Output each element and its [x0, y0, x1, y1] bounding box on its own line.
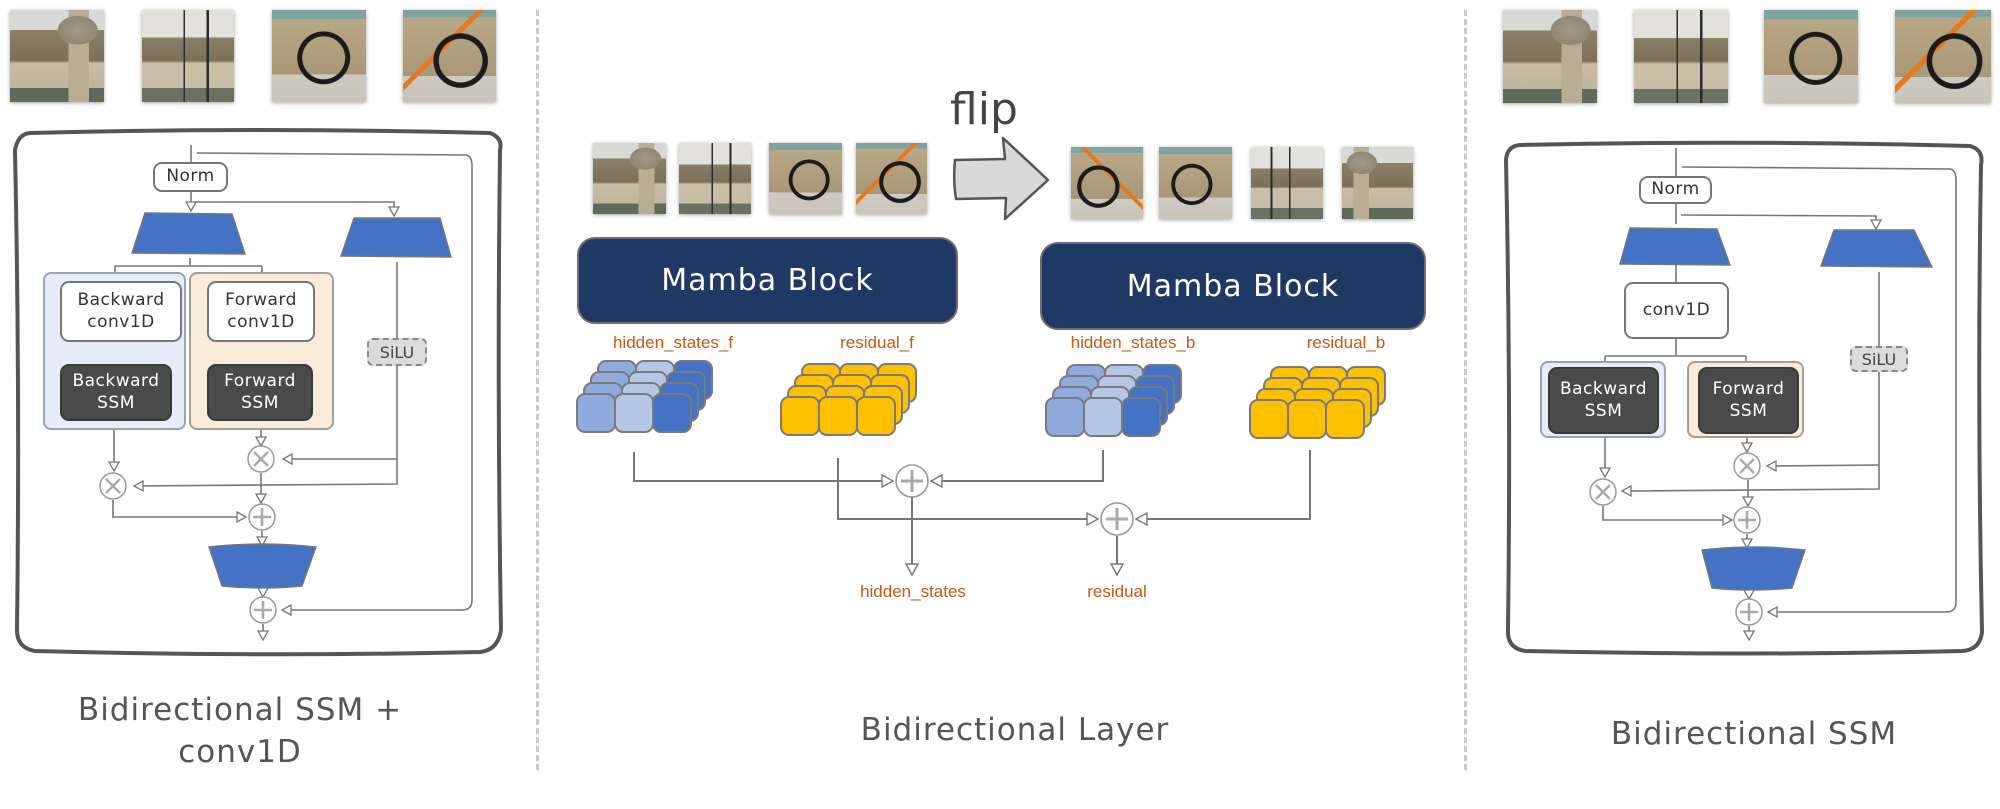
right-panel-title: Bidirectional SSM [1610, 716, 1898, 752]
separator-right [1464, 10, 1467, 770]
left-panel-title: Bidirectional SSM + conv1D [40, 692, 440, 770]
residual-f-stack [780, 363, 917, 436]
forward-ssm-node: Forward SSM [207, 364, 313, 421]
line [1681, 166, 1957, 612]
photo-bike-frame-patch [1895, 10, 1991, 103]
label-out-residual: residual [1087, 582, 1147, 601]
line [114, 258, 263, 282]
norm-node: Norm [153, 162, 228, 192]
photo-fountain-left-patch [1503, 10, 1597, 103]
line [112, 500, 246, 517]
label-out-hidden-states: hidden_states [860, 582, 966, 601]
projection-in-x [1619, 227, 1732, 266]
line [1767, 465, 1880, 466]
photo-bike-wheel-patch [1764, 10, 1858, 103]
left-outer-box [12, 128, 504, 657]
flip-arrow-icon [952, 136, 1050, 221]
left-title-line2: conv1D [178, 734, 302, 770]
multiply-backward-icon [99, 472, 127, 500]
line-hidden-b [931, 450, 1104, 481]
forward-conv1d-node: Forward conv1D [207, 281, 315, 342]
line [134, 262, 398, 486]
left-title-line1: Bidirectional SSM + [77, 692, 403, 728]
mamba-block-backward: Mamba Block [1040, 242, 1426, 330]
backward-conv1d-node: Backward conv1D [60, 281, 182, 342]
silu-node: SiLU [1850, 346, 1908, 372]
line [1680, 214, 1876, 229]
projection-out [208, 543, 317, 589]
label-hidden-states-b: hidden_states_b [1070, 333, 1196, 352]
projection-out [1701, 546, 1806, 591]
line [1604, 339, 1747, 367]
line-residual-f [837, 458, 1098, 519]
flip-label: flip [950, 84, 1018, 135]
conv1d-node: conv1D [1624, 282, 1729, 339]
projection-in-x [131, 212, 246, 255]
add-residual-icon [1735, 598, 1763, 626]
label-residual-b: residual_b [1306, 333, 1386, 352]
projection-in-z [1820, 229, 1934, 268]
photo-input-1 [593, 143, 666, 214]
line-residual-b [1136, 450, 1311, 519]
projection-in-z [340, 217, 452, 258]
separator-left [536, 10, 539, 770]
add-residual-icon [249, 596, 277, 624]
mamba-block-forward: Mamba Block [577, 237, 958, 324]
hidden-states-b-stack [1045, 364, 1182, 437]
middle-panel-title: Bidirectional Layer [860, 712, 1170, 748]
photo-fountain-right-patch [142, 10, 234, 102]
label-hidden-states-f: hidden_states_f [612, 333, 734, 352]
tensor-cell [652, 393, 692, 433]
add-directions-icon [248, 503, 276, 531]
right-outer-box [1503, 140, 1985, 656]
photo-fountain-left-patch [10, 10, 104, 102]
label-residual-f: residual_f [840, 333, 914, 352]
photo-input-2 [679, 143, 751, 214]
multiply-forward-icon [247, 445, 275, 473]
photo-bike-frame-patch [403, 10, 496, 102]
silu-node: SiLU [367, 338, 427, 366]
tensor-cell [1121, 397, 1161, 437]
photo-input-3 [769, 143, 842, 214]
forward-ssm-node: Forward SSM [1698, 367, 1799, 434]
add-hidden-icon [895, 464, 929, 498]
line [195, 201, 394, 216]
norm-node: Norm [1639, 176, 1712, 204]
multiply-backward-icon [1589, 478, 1617, 506]
add-directions-icon [1733, 506, 1761, 534]
backward-ssm-node: Backward SSM [60, 364, 172, 421]
tensor-cell [856, 396, 896, 436]
line [196, 152, 473, 610]
photo-bike-wheel-patch [272, 10, 366, 102]
line [1602, 506, 1732, 520]
photo-input-4 [856, 143, 927, 214]
add-residual-icon [1100, 502, 1134, 536]
multiply-forward-icon [1733, 452, 1761, 480]
residual-b-stack [1249, 366, 1386, 439]
hidden-states-f-stack [576, 360, 713, 433]
tensor-cell [1325, 399, 1365, 439]
backward-ssm-node: Backward SSM [1548, 367, 1659, 434]
line-hidden-f [633, 452, 893, 481]
line [1622, 272, 1880, 491]
photo-fountain-right-patch [1634, 10, 1728, 103]
